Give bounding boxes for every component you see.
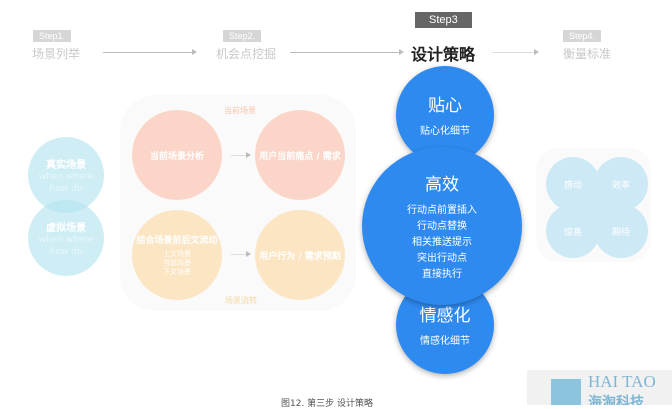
step1-tag: Step1. [33, 30, 72, 42]
step3-tag: Step3 [415, 12, 472, 28]
logo: HAI TAO 海淘科技 [527, 370, 672, 405]
metric-surprise: 惊喜 [546, 204, 600, 258]
arrow [231, 152, 251, 158]
step4-label: 衡量标准 [563, 47, 612, 61]
efficient-circle: 高效 行动点前置插入 行动点替换 相关推送提示 突出行动点 直接执行 [362, 147, 522, 305]
efficient-item: 行动点前置插入 [407, 204, 477, 216]
label: 用户行为 / 需求预期 [259, 251, 341, 262]
virtual-scene-circle: 虚拟场景 when where how do [28, 200, 104, 276]
caption: 图12. 第三步 设计策略 [281, 399, 374, 409]
efficient-item: 直接执行 [422, 268, 462, 280]
sub-label: 下文场景 [163, 268, 191, 276]
emotional-title: 情感化 [419, 305, 471, 326]
caring-item: 贴心化细节 [420, 125, 470, 137]
panel-top-label: 当前场景 [224, 106, 256, 115]
metric-touching: 感动 [546, 157, 600, 211]
arrow [290, 49, 404, 55]
metric-expectation: 期待 [594, 204, 648, 258]
label: 当前场景分析 [149, 151, 204, 162]
arrow [492, 49, 539, 55]
metric-efficiency: 效率 [594, 157, 648, 211]
label: 结合场景前后文流动 [136, 236, 218, 246]
step2-tag: Step2. [223, 30, 262, 42]
step4-tag: Step4. [563, 30, 602, 42]
pain-point-circle: 用户当前痛点 / 需求 [255, 110, 345, 200]
sub-label: 当前场景 [163, 259, 191, 267]
arrow [103, 49, 197, 55]
caring-title: 贴心 [428, 95, 462, 116]
current-scene-analysis-circle: 当前场景分析 [132, 110, 222, 200]
step2-label: 机会点挖掘 [216, 47, 277, 61]
real-scene-line2: how do [49, 183, 83, 194]
virtual-scene-line2: how do [49, 246, 83, 257]
context-flow-circle: 结合场景前后文流动 上文场景 当前场景 下文场景 [132, 210, 222, 300]
step3-label: 设计策略 [411, 45, 476, 64]
real-scene-title: 真实场景 [46, 159, 86, 171]
logo-cn: 海淘科技 [588, 395, 644, 405]
arrow [231, 251, 251, 257]
sub-label: 上文场景 [163, 250, 191, 258]
logo-en: HAI TAO [588, 372, 656, 391]
logo-mark-icon [551, 379, 581, 405]
label: 用户当前痛点 / 需求 [259, 151, 341, 162]
panel-bottom-label: 场景流转 [225, 296, 257, 305]
efficient-title: 高效 [425, 174, 459, 195]
emotional-item: 情感化细节 [420, 335, 470, 347]
step1-label: 场景列举 [32, 47, 81, 61]
real-scene-line1: when where [38, 171, 94, 182]
efficient-item: 相关推送提示 [412, 236, 472, 248]
efficient-item: 行动点替换 [417, 220, 467, 232]
efficient-item: 突出行动点 [417, 252, 467, 264]
virtual-scene-line1: when where [38, 234, 94, 245]
behavior-expectation-circle: 用户行为 / 需求预期 [255, 210, 345, 300]
virtual-scene-title: 虚拟场景 [46, 222, 86, 234]
